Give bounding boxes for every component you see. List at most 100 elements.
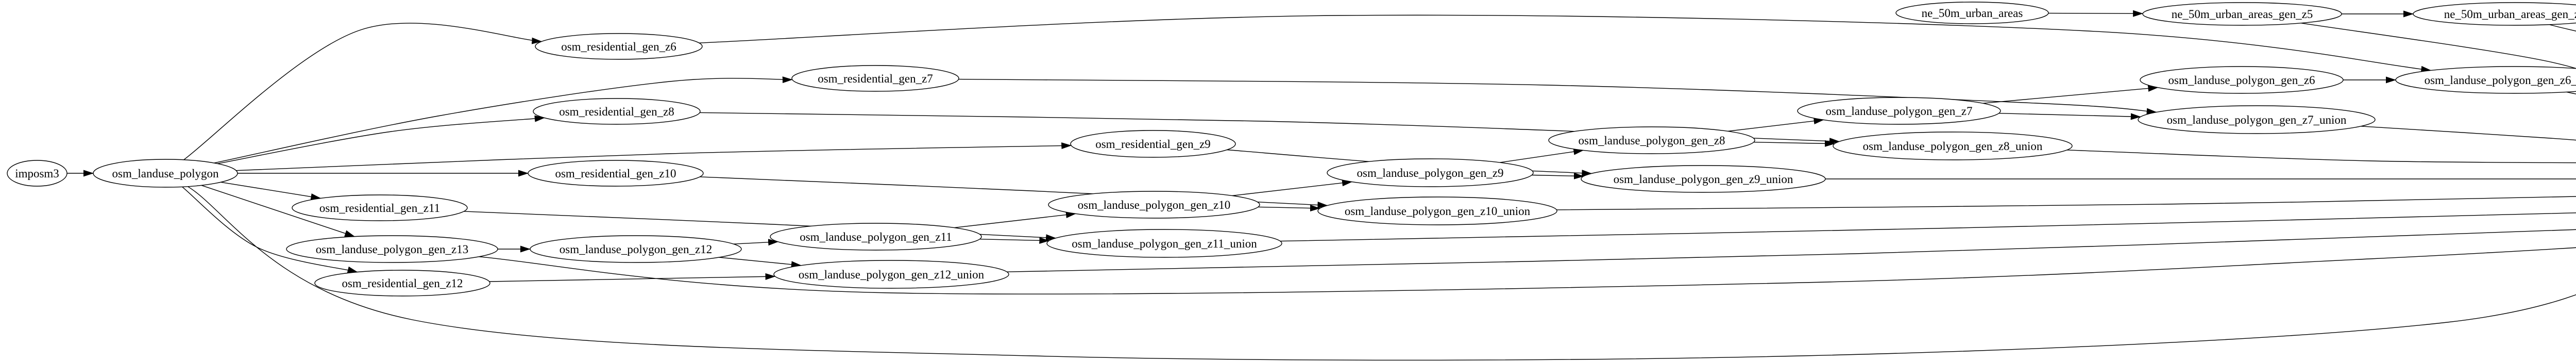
edge-osm_landuse_polygon--osm_residential_gen_z6	[183, 23, 543, 160]
node-label-osm_residential_gen_z7: osm_residential_gen_z7	[818, 72, 933, 85]
node-ne_50m_urban_areas_gen_z4: ne_50m_urban_areas_gen_z4	[2413, 2, 2576, 26]
node-label-osm_landuse_polygon_gen_z9: osm_landuse_polygon_gen_z9	[1357, 167, 1504, 179]
edge-osm_landuse_polygon_gen_z12--osm_landuse_polygon_gen_z12_union	[719, 257, 802, 268]
node-ellipse-ne_50m_urban_areas_gen_z4	[2413, 2, 2576, 26]
node-ellipse-osm_residential_gen_z8	[533, 98, 701, 125]
node-label-osm_landuse_polygon_gen_z9_union: osm_landuse_polygon_gen_z9_union	[1614, 173, 1793, 186]
node-osm_landuse_polygon_gen_z9_union: osm_landuse_polygon_gen_z9_union	[1581, 165, 1826, 193]
edge-osm_landuse_polygon_gen_z6_union--record-z6	[2566, 91, 2576, 94]
node-ellipse-osm_landuse_polygon_gen_z7	[1797, 97, 2001, 125]
node-ellipse-osm_landuse_polygon_gen_z12_union	[773, 260, 1009, 289]
node-label-osm_residential_gen_z8: osm_residential_gen_z8	[559, 105, 674, 118]
edge-osm_landuse_polygon_gen_z7--osm_landuse_polygon_gen_z6	[1982, 85, 2159, 104]
node-osm_landuse_polygon_gen_z10_union: osm_landuse_polygon_gen_z10_union	[1317, 196, 1557, 225]
edge-osm_landuse_polygon_gen_z9--osm_landuse_polygon_gen_z9_union	[1532, 172, 1584, 179]
edges-layer	[67, 10, 2576, 361]
node-ellipse-osm_landuse_polygon_gen_z12	[530, 235, 742, 263]
node-osm_residential_gen_z12: osm_residential_gen_z12	[314, 270, 490, 297]
edge-osm_landuse_polygon_gen_z8_union--record-z8	[2066, 150, 2576, 163]
node-osm_landuse_polygon_gen_z7_union: osm_landuse_polygon_gen_z7_union	[2138, 105, 2376, 134]
edge-osm_landuse_polygon--record-z14plus	[187, 186, 2576, 361]
node-label-osm_landuse_polygon_gen_z13: osm_landuse_polygon_gen_z13	[316, 243, 468, 256]
edge-osm_landuse_polygon_gen_z10--osm_landuse_polygon_gen_z10_union	[1258, 205, 1320, 212]
node-label-osm_landuse_polygon_gen_z7: osm_landuse_polygon_gen_z7	[1826, 105, 1973, 118]
node-ellipse-osm_landuse_polygon_gen_z6_union	[2395, 66, 2576, 94]
edge-osm_landuse_polygon_gen_z8--osm_landuse_polygon_gen_z8_union	[1753, 140, 1835, 147]
node-ellipse-osm_residential_gen_z12	[314, 270, 490, 297]
edge-osm_landuse_polygon_gen_z8--osm_landuse_polygon_gen_z7	[1727, 118, 1824, 132]
edge-osm_residential_gen_z11--osm_landuse_polygon_gen_z11_union	[464, 211, 1057, 241]
node-ellipse-osm_landuse_polygon_gen_z10	[1048, 191, 1260, 219]
edge-osm_landuse_polygon--osm_landuse_polygon_gen_z13	[201, 185, 355, 237]
edge-osm_landuse_polygon--osm_residential_gen_z7	[214, 76, 793, 163]
node-osm_landuse_polygon_gen_z10: osm_landuse_polygon_gen_z10	[1048, 191, 1260, 219]
node-ellipse-osm_landuse_polygon_gen_z6	[2140, 66, 2344, 94]
node-osm_landuse_polygon_gen_z11_union: osm_landuse_polygon_gen_z11_union	[1046, 229, 1282, 258]
node-ellipse-osm_landuse_polygon_gen_z8	[1548, 126, 1755, 154]
edge-osm_landuse_polygon--osm_residential_gen_z9	[236, 142, 1072, 171]
edge-osm_landuse_polygon_gen_z11_union--record-z11	[1280, 212, 2576, 242]
node-label-ne_50m_urban_areas_gen_z5: ne_50m_urban_areas_gen_z5	[2172, 8, 2313, 21]
node-ellipse-osm_landuse_polygon_gen_z8_union	[1833, 131, 2073, 160]
node-label-osm_landuse_polygon_gen_z6_union: osm_landuse_polygon_gen_z6_union	[2425, 74, 2576, 87]
node-label-osm_landuse_polygon_gen_z7_union: osm_landuse_polygon_gen_z7_union	[2167, 113, 2347, 126]
node-ne_50m_urban_areas_gen_z5: ne_50m_urban_areas_gen_z5	[2142, 2, 2342, 26]
node-ellipse-imposm3	[7, 160, 67, 187]
node-label-osm_residential_gen_z12: osm_residential_gen_z12	[342, 277, 463, 290]
edge-osm_residential_gen_z12--osm_landuse_polygon_gen_z12_union	[489, 273, 776, 282]
node-label-osm_landuse_polygon_gen_z12_union: osm_landuse_polygon_gen_z12_union	[799, 268, 985, 281]
node-label-osm_residential_gen_z11: osm_residential_gen_z11	[319, 202, 440, 215]
edge-osm_landuse_polygon--osm_residential_gen_z11	[221, 182, 321, 200]
node-imposm3: imposm3	[7, 160, 67, 187]
node-label-osm_landuse_polygon_gen_z10: osm_landuse_polygon_gen_z10	[1078, 199, 1230, 211]
node-ellipse-osm_landuse_polygon	[93, 159, 238, 188]
node-osm_landuse_polygon_gen_z13: osm_landuse_polygon_gen_z13	[286, 235, 498, 263]
edge-osm_landuse_polygon_gen_z12_union--record-z12	[1007, 229, 2576, 272]
node-label-osm_landuse_polygon_gen_z11: osm_landuse_polygon_gen_z11	[800, 231, 952, 243]
node-label-osm_landuse_polygon_gen_z10_union: osm_landuse_polygon_gen_z10_union	[1345, 205, 1531, 218]
node-osm_landuse_polygon_gen_z8: osm_landuse_polygon_gen_z8	[1548, 126, 1755, 154]
edge-osm_landuse_polygon_gen_z10--osm_landuse_polygon_gen_z9	[1232, 179, 1353, 196]
node-label-osm_landuse_polygon_gen_z8: osm_landuse_polygon_gen_z8	[1579, 134, 1725, 147]
edge-osm_landuse_polygon_gen_z11--osm_landuse_polygon_gen_z10	[954, 211, 1076, 228]
edge-ne_50m_urban_areas_gen_z4--record-z4	[2549, 24, 2576, 31]
node-osm_residential_gen_z6: osm_residential_gen_z6	[535, 33, 703, 60]
node-label-osm_residential_gen_z9: osm_residential_gen_z9	[1095, 138, 1211, 151]
node-osm_residential_gen_z10: osm_residential_gen_z10	[528, 160, 704, 187]
node-osm_residential_gen_z7: osm_residential_gen_z7	[791, 65, 959, 92]
node-ellipse-osm_residential_gen_z11	[292, 194, 468, 221]
edge-osm_landuse_polygon_gen_z11--osm_landuse_polygon_gen_z11_union	[979, 237, 1050, 244]
node-ellipse-osm_landuse_polygon_gen_z11	[770, 223, 982, 251]
edge-osm_landuse_polygon_gen_z7--osm_landuse_polygon_gen_z7_union	[1998, 113, 2141, 120]
node-ellipse-osm_landuse_polygon_gen_z11_union	[1046, 229, 1282, 258]
node-label-ne_50m_urban_areas_gen_z4: ne_50m_urban_areas_gen_z4	[2444, 8, 2576, 21]
edge-osm_landuse_polygon_gen_z7_union--record-z7	[2361, 126, 2576, 141]
edge-osm_landuse_polygon_gen_z10_union--record-z10	[1556, 196, 2576, 210]
node-ellipse-osm_residential_gen_z7	[791, 65, 959, 92]
node-label-osm_landuse_polygon_gen_z11_union: osm_landuse_polygon_gen_z11_union	[1072, 237, 1257, 250]
node-ellipse-osm_residential_gen_z9	[1070, 130, 1236, 158]
node-ne_50m_urban_areas: ne_50m_urban_areas	[1895, 2, 2049, 24]
node-osm_landuse_polygon_gen_z12_union: osm_landuse_polygon_gen_z12_union	[773, 260, 1009, 289]
node-label-osm_landuse_polygon_gen_z6: osm_landuse_polygon_gen_z6	[2168, 74, 2315, 87]
node-osm_landuse_polygon_gen_z8_union: osm_landuse_polygon_gen_z8_union	[1833, 131, 2073, 160]
edge-osm_residential_gen_z6--osm_landuse_polygon_gen_z6_union	[699, 14, 2432, 73]
node-osm_landuse_polygon: osm_landuse_polygon	[93, 159, 238, 188]
nodes-layer: imposm3 osm_landuse_polygon osm_residentia…	[7, 2, 2576, 297]
node-ellipse-osm_landuse_polygon_gen_z9	[1327, 158, 1534, 187]
edge-osm_landuse_polygon--osm_residential_gen_z8	[217, 115, 545, 164]
node-osm_landuse_polygon_gen_z9: osm_landuse_polygon_gen_z9	[1327, 158, 1534, 187]
edge-osm_landuse_polygon_gen_z9--osm_landuse_polygon_gen_z8	[1500, 148, 1584, 163]
node-label-osm_landuse_polygon_gen_z12: osm_landuse_polygon_gen_z12	[560, 243, 712, 256]
node-ellipse-osm_residential_gen_z10	[528, 160, 704, 187]
node-label-osm_landuse_polygon: osm_landuse_polygon	[112, 167, 219, 180]
node-osm_residential_gen_z8: osm_residential_gen_z8	[533, 98, 701, 125]
node-label-imposm3: imposm3	[15, 167, 59, 180]
node-osm_landuse_polygon_gen_z6: osm_landuse_polygon_gen_z6	[2140, 66, 2344, 94]
node-osm_residential_gen_z11: osm_residential_gen_z11	[292, 194, 468, 221]
node-label-osm_residential_gen_z6: osm_residential_gen_z6	[561, 40, 676, 53]
node-ellipse-ne_50m_urban_areas	[1895, 2, 2049, 24]
node-osm_landuse_polygon_gen_z6_union: osm_landuse_polygon_gen_z6_union	[2395, 66, 2576, 94]
node-label-ne_50m_urban_areas: ne_50m_urban_areas	[1922, 7, 2023, 20]
